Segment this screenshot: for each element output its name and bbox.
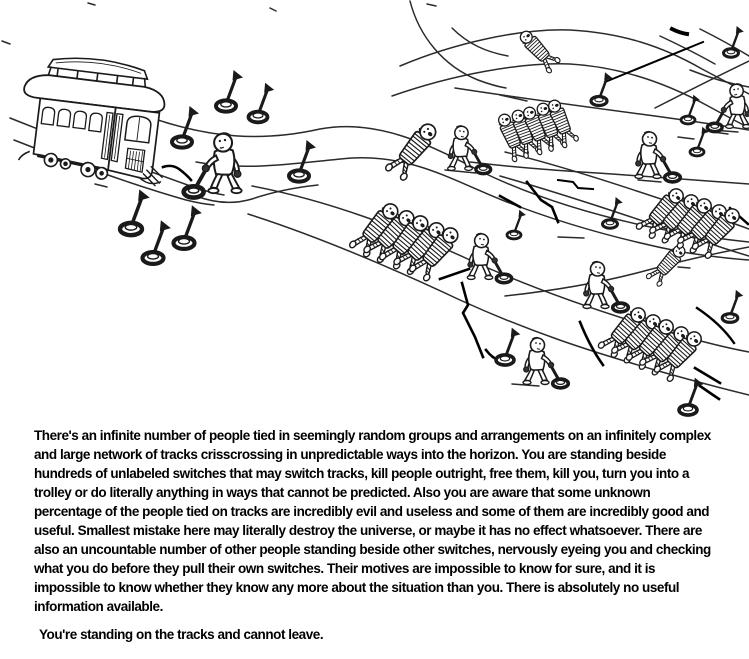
switch-lever	[174, 205, 202, 249]
switch-lever	[677, 375, 706, 417]
caption-footer: You're standing on the tracks and cannot…	[39, 627, 324, 642]
switch-lever	[722, 24, 746, 59]
switch-lever	[494, 325, 523, 367]
trolley	[17, 57, 166, 187]
switch-operator	[445, 123, 493, 176]
switch-lever	[120, 189, 150, 235]
trolley-side-windows	[40, 106, 103, 133]
switch-lever	[214, 68, 245, 114]
trolley-cowcatcher	[137, 165, 164, 187]
switch-lever	[589, 70, 615, 108]
trolley-doors	[100, 111, 124, 163]
tied-person	[515, 25, 563, 75]
switch-lever	[246, 80, 277, 125]
switch-operator	[521, 335, 571, 390]
tied-person	[383, 118, 444, 184]
sketch-marks	[161, 26, 749, 401]
caption-body: There's an infinite number of people tie…	[34, 428, 711, 614]
trolley-rear-coupler	[17, 150, 31, 161]
switch-lever	[143, 220, 171, 264]
track-network	[1, 0, 749, 396]
switch-lever	[170, 104, 201, 150]
switch-lever	[679, 93, 702, 126]
switch-operator	[581, 259, 631, 314]
trolley-wheels	[43, 152, 109, 180]
switch-operator	[633, 129, 683, 184]
trolley-clerestory-roof	[46, 57, 149, 81]
trolley-network-drawing	[1, 0, 749, 417]
switch-lever	[287, 138, 318, 184]
switch-lever	[720, 288, 745, 324]
switch-lever	[688, 125, 711, 158]
switch-operator	[465, 231, 514, 285]
caption: There's an infinite number of people tie…	[0, 420, 749, 659]
switch-lever	[505, 208, 528, 241]
